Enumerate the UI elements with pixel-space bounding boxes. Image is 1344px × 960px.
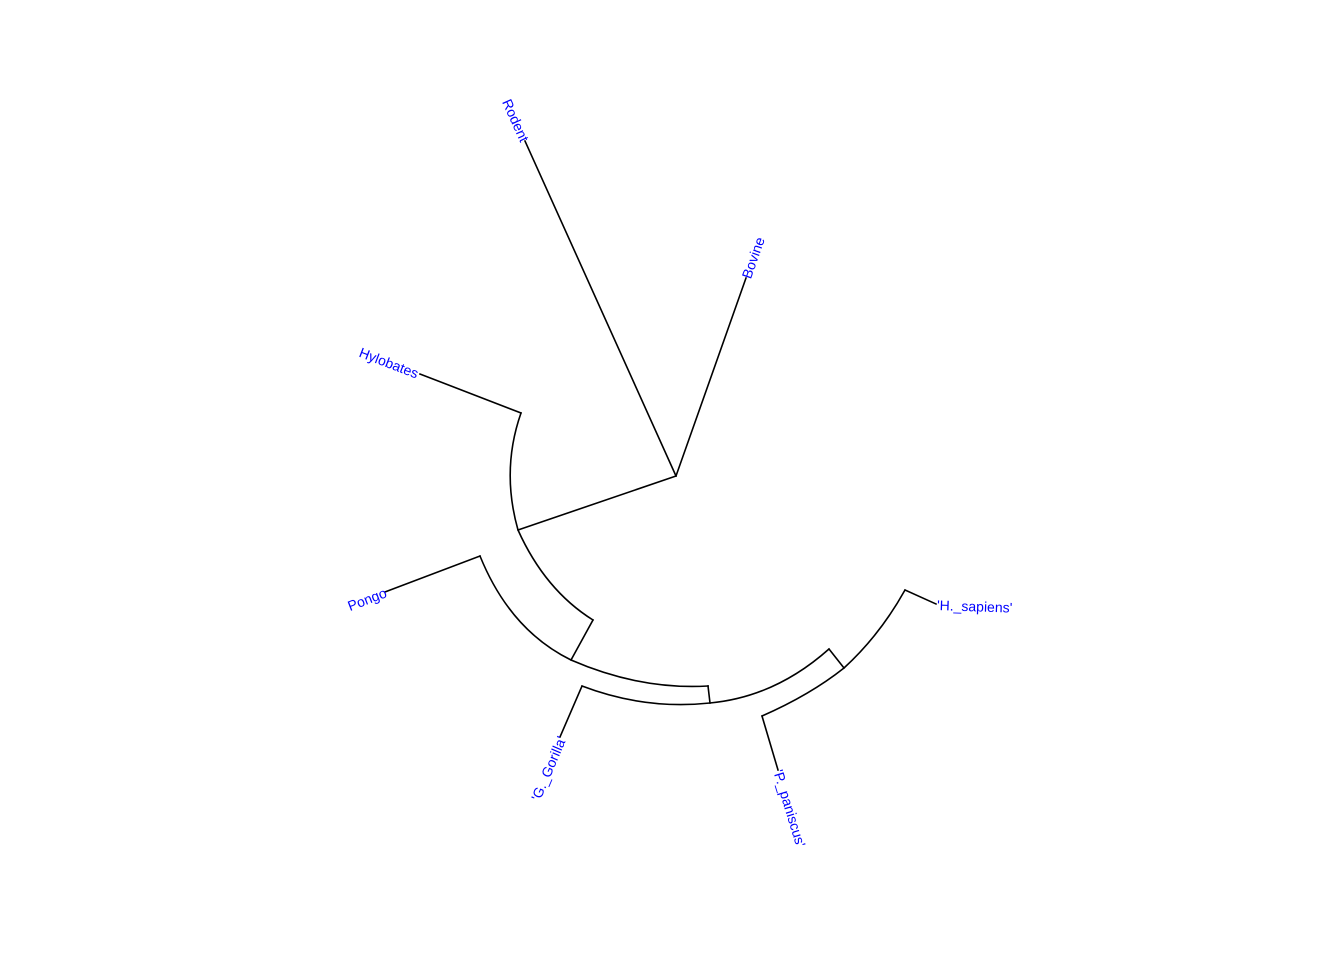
branch-gorilla: [558, 684, 584, 739]
branch-great-apes: [569, 618, 595, 662]
tip-label-paniscus: 'P._paniscus': [770, 768, 809, 849]
tip-labels: Rodent Bovine Hylobates Pongo 'G._Gorill…: [345, 97, 1012, 849]
arc-homo-pan: [760, 588, 907, 718]
branch-homo-pan: [827, 647, 846, 670]
branch-pongo: [383, 554, 482, 594]
tip-label-sapiens: 'H._sapiens': [937, 597, 1013, 616]
branch-african-apes: [707, 685, 711, 704]
branch-root-to-primates: [516, 474, 678, 532]
tip-label-bovine: Bovine: [738, 235, 767, 281]
branch-hylobates: [418, 372, 523, 415]
tip-label-pongo: Pongo: [345, 584, 389, 614]
branch-sapiens: [903, 588, 938, 606]
branch-root-to-rodent: [523, 139, 678, 478]
tip-label-rodent: Rodent: [499, 97, 532, 145]
tip-label-hylobates: Hylobates: [357, 344, 421, 381]
arc-african-apes: [580, 647, 831, 706]
arc-primates: [509, 411, 595, 622]
branch-root-to-bovine: [674, 276, 748, 478]
tip-label-gorilla: 'G._Gorilla': [528, 734, 569, 803]
arc-great-apes: [478, 554, 709, 688]
tree-branches: [383, 139, 938, 771]
branch-paniscus: [761, 715, 779, 771]
